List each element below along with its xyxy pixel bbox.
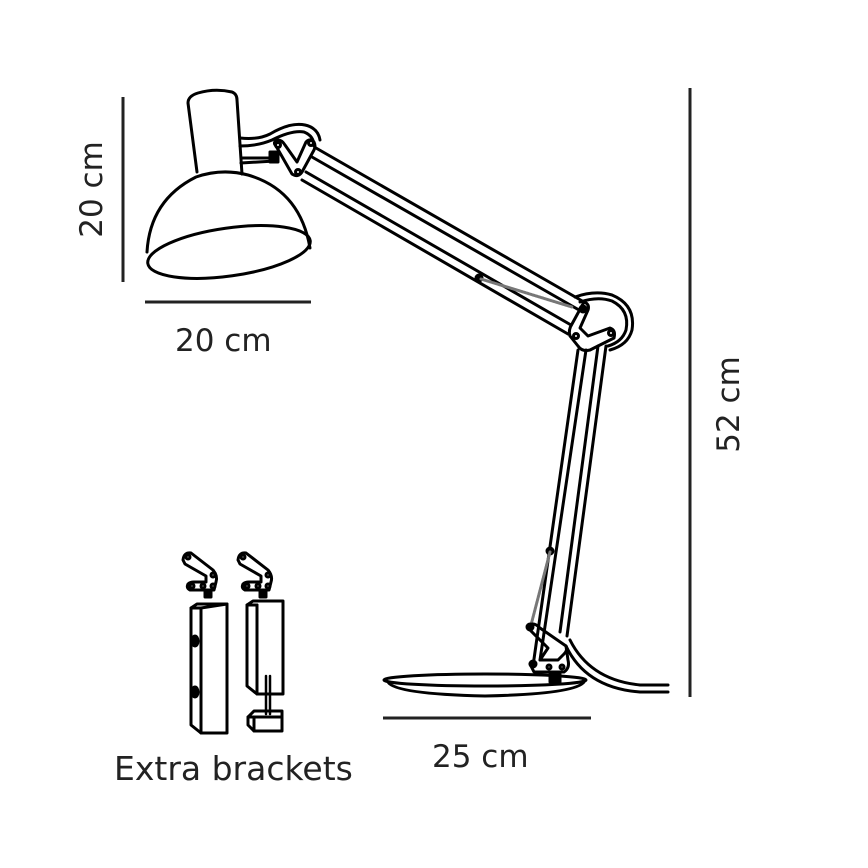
lower-arm bbox=[529, 344, 608, 668]
base-width-label: 25 cm bbox=[432, 739, 529, 775]
elbow-link bbox=[567, 300, 616, 352]
shade-neck bbox=[186, 88, 244, 176]
shade-height-label: 20 cm bbox=[73, 141, 110, 238]
lamp-shade bbox=[145, 88, 312, 280]
shade-rim bbox=[146, 224, 312, 280]
upper-spring bbox=[479, 277, 574, 309]
head-nut bbox=[268, 150, 280, 164]
extra-bracket-screw bbox=[181, 551, 229, 735]
upper-arm bbox=[300, 146, 586, 336]
extra-brackets-caption: Extra brackets bbox=[114, 749, 353, 788]
shade-width-label: 20 cm bbox=[175, 323, 272, 359]
head-spring-curve bbox=[238, 122, 322, 142]
base-bracket bbox=[528, 644, 570, 674]
dimension-lines bbox=[121, 88, 692, 720]
total-height-label: 52 cm bbox=[710, 356, 747, 453]
extra-bracket-clamp bbox=[236, 551, 285, 733]
elbow-cap bbox=[573, 291, 635, 352]
lamp-base bbox=[382, 672, 588, 698]
elbow-cap-inner bbox=[578, 297, 629, 348]
shade-dome bbox=[145, 170, 312, 254]
lower-spring bbox=[529, 550, 552, 627]
head-joint bbox=[238, 122, 322, 178]
base-stem bbox=[548, 672, 562, 684]
power-cable bbox=[564, 638, 670, 694]
elbow-joint bbox=[567, 291, 635, 352]
head-spring-curve-inner bbox=[238, 130, 316, 148]
